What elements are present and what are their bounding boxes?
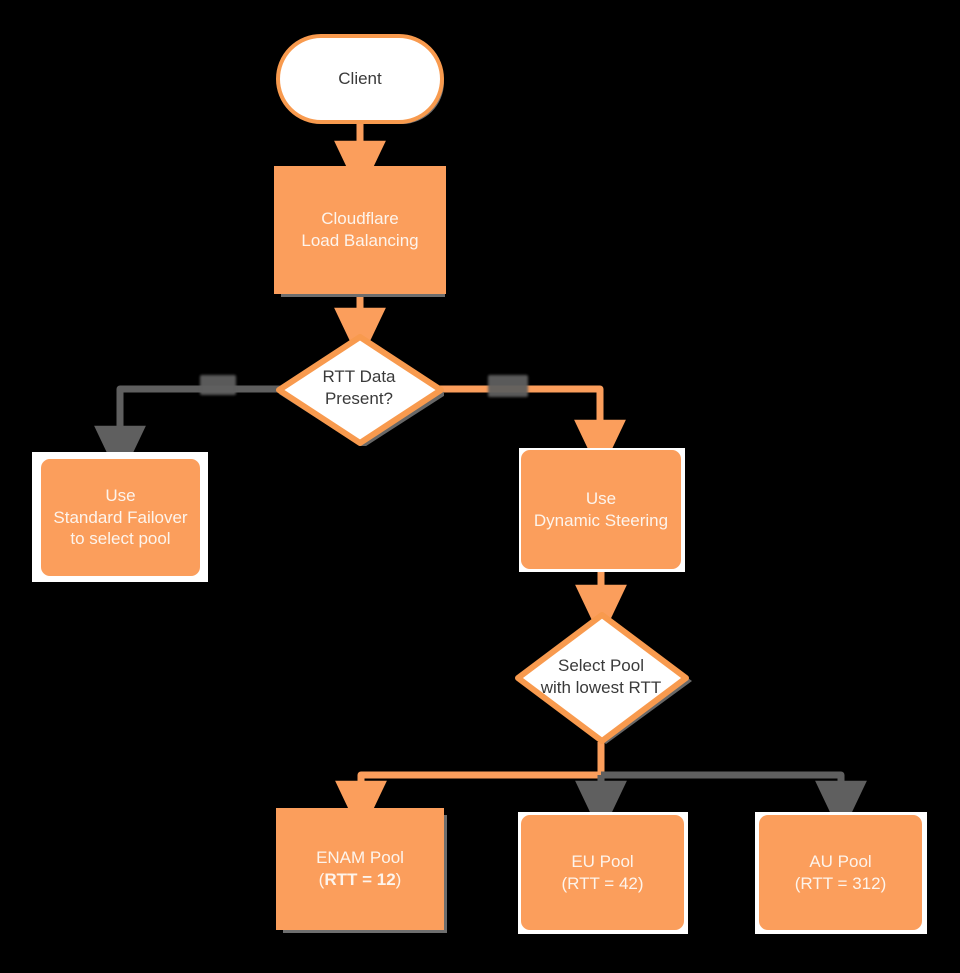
node-enam-pool-line2: (RTT = 12) bbox=[319, 869, 402, 891]
node-use-standard-failover[interactable]: Use Standard Failover to select pool bbox=[41, 459, 200, 576]
node-use-dynamic-steering-label: Use Dynamic Steering bbox=[533, 488, 669, 530]
node-enam-pool[interactable]: ENAM Pool (RTT = 12) bbox=[276, 808, 444, 930]
node-enam-pool-paren-close: ) bbox=[395, 870, 402, 889]
node-au-pool-paren-open: ( bbox=[794, 873, 801, 893]
node-eu-pool-paren-close: ) bbox=[637, 873, 644, 893]
node-cloudflare-load-balancing[interactable]: Cloudflare Load Balancing bbox=[274, 166, 446, 294]
node-client-label: Client bbox=[338, 69, 382, 89]
node-select-pool-lowest-rtt-label: Select Pool with lowest RTT bbox=[540, 656, 662, 697]
node-rtt-data-present-label: RTT Data Present? bbox=[322, 367, 396, 408]
edge-label-failover-branch-obscured bbox=[200, 375, 236, 395]
edge-select-pool-to-au bbox=[601, 771, 867, 836]
node-enam-pool-line1: ENAM Pool bbox=[316, 848, 404, 868]
node-eu-pool[interactable]: EU Pool (RTT = 42) bbox=[521, 815, 684, 930]
edge-label-steering-branch-obscured bbox=[488, 375, 528, 397]
rtt-decision-diamond-shape bbox=[276, 334, 444, 446]
node-au-pool-rtt-value: RTT = 312 bbox=[800, 873, 881, 893]
node-eu-pool-line2: (RTT = 42) bbox=[561, 873, 643, 895]
node-eu-pool-line1: EU Pool bbox=[571, 851, 634, 871]
node-enam-pool-paren-open: ( bbox=[318, 870, 325, 889]
node-enam-pool-rtt-value: RTT = 12 bbox=[324, 870, 396, 889]
node-eu-pool-paren-open: ( bbox=[561, 873, 568, 893]
node-au-pool-line1: AU Pool bbox=[809, 851, 872, 871]
node-use-standard-failover-label: Use Standard Failover to select pool bbox=[53, 485, 188, 549]
edge-rtt-decision-to-failover bbox=[94, 385, 281, 481]
node-rtt-data-present[interactable]: RTT Data Present? bbox=[276, 334, 444, 446]
node-cloudflare-load-balancing-label: Cloudflare Load Balancing bbox=[301, 209, 419, 250]
edge-rtt-decision-to-steering bbox=[439, 385, 626, 475]
select-pool-diamond-shape bbox=[515, 612, 692, 744]
node-au-pool-paren-close: ) bbox=[880, 873, 887, 893]
edge-select-pool-to-enam bbox=[335, 742, 605, 836]
node-au-pool-line2: (RTT = 312) bbox=[795, 873, 887, 895]
node-client[interactable]: Client bbox=[276, 34, 444, 124]
node-use-dynamic-steering[interactable]: Use Dynamic Steering bbox=[521, 450, 681, 569]
node-select-pool-lowest-rtt[interactable]: Select Pool with lowest RTT bbox=[513, 612, 693, 744]
node-eu-pool-rtt-value: RTT = 42 bbox=[567, 873, 638, 893]
node-au-pool[interactable]: AU Pool (RTT = 312) bbox=[759, 815, 922, 930]
